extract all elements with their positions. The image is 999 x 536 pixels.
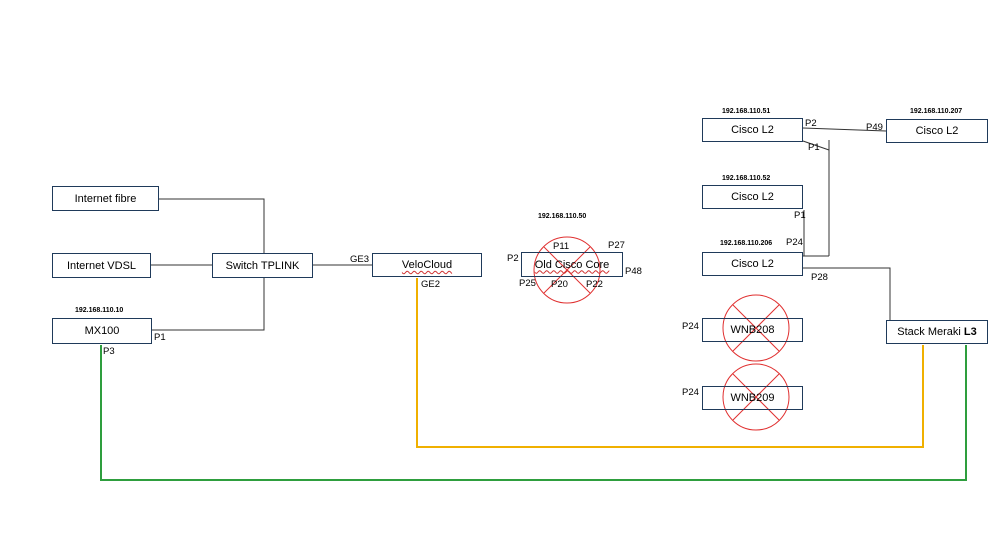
- old-cisco-core-box: Old Cisco Core: [521, 252, 623, 277]
- link-fibre-switch: [159, 198, 265, 254]
- cisco-l2-51-ip: 192.168.110.51: [722, 108, 771, 115]
- internet-vdsl-box: Internet VDSL: [52, 253, 151, 278]
- cisco-l2-206-box: Cisco L2: [702, 252, 803, 276]
- cisco-l2-52-box: Cisco L2: [702, 185, 803, 209]
- internet-fibre-label: Internet fibre: [74, 192, 137, 205]
- cisco-l2-51-box: Cisco L2: [702, 118, 803, 142]
- old-core-ip: 192.168.110.50: [538, 213, 587, 220]
- link-c51-c207: [802, 127, 887, 132]
- cisco-l2-51-port-p1: P1: [808, 142, 820, 153]
- link-c51-trunk: [802, 140, 830, 151]
- wnb209-box: WNB209: [702, 386, 803, 410]
- cisco-l2-51-port-p2: P2: [805, 118, 817, 129]
- core-port-p11: P11: [553, 241, 570, 252]
- velocloud-port-ge3: GE3: [350, 254, 370, 265]
- cisco-l2-206-label: Cisco L2: [731, 258, 774, 270]
- cisco-l2-207-port-p49: P49: [866, 122, 883, 133]
- stack-meraki-label: Stack Meraki L3: [897, 326, 977, 338]
- link-c206-meraki: [803, 267, 891, 320]
- link-mx100-meraki-green: [100, 345, 967, 481]
- cisco-l2-52-ip: 192.168.110.52: [722, 175, 771, 182]
- old-cisco-core-label: Old Cisco Core: [534, 258, 610, 271]
- internet-fibre-box: Internet fibre: [52, 186, 159, 211]
- decommissioned-wnb208-mark: [722, 294, 790, 362]
- cisco-l2-52-label: Cisco L2: [731, 191, 774, 203]
- core-port-p27: P27: [608, 240, 625, 251]
- core-port-p25: P25: [519, 278, 536, 289]
- decommissioned-wnb209-mark: [722, 363, 790, 431]
- velocloud-label: VeloCloud: [401, 259, 453, 271]
- cisco-l2-206-port-p24: P24: [786, 237, 803, 248]
- cisco-l2-207-box: Cisco L2: [886, 119, 988, 143]
- decommissioned-core-mark: [533, 236, 601, 304]
- mx100-box: MX100: [52, 318, 152, 344]
- internet-vdsl-label: Internet VDSL: [66, 259, 137, 272]
- cisco-l2-52-port-p1: P1: [794, 210, 806, 221]
- switch-tplink-label: Switch TPLINK: [225, 259, 300, 272]
- switch-tplink-box: Switch TPLINK: [212, 253, 313, 278]
- mx100-label: MX100: [84, 325, 120, 337]
- core-port-p48: P48: [625, 266, 642, 277]
- core-port-p2: P2: [507, 253, 519, 264]
- cisco-l2-207-label: Cisco L2: [915, 125, 959, 137]
- mx100-port-p1: P1: [154, 332, 166, 343]
- mx100-port-p3: P3: [103, 346, 115, 357]
- velocloud-box: VeloCloud: [372, 253, 482, 277]
- wnb208-port-p24: P24: [682, 321, 699, 332]
- wnb208-label: WNB208: [730, 324, 775, 336]
- core-port-p22: P22: [586, 279, 603, 290]
- stack-meraki-layer: L3: [963, 326, 977, 338]
- mx100-ip: 192.168.110.10: [75, 307, 124, 314]
- wnb208-box: WNB208: [702, 318, 803, 342]
- stack-meraki-box: Stack Meraki L3: [886, 320, 988, 344]
- velocloud-port-ge2: GE2: [421, 279, 441, 290]
- cisco-l2-206-port-p28: P28: [811, 272, 828, 283]
- cisco-l2-206-ip: 192.168.110.206: [720, 240, 773, 247]
- link-velocloud-meraki-yellow: [416, 278, 924, 448]
- link-mx100-switch: [152, 277, 265, 331]
- wnb209-port-p24: P24: [682, 387, 699, 398]
- wnb209-label: WNB209: [730, 392, 775, 404]
- core-port-p20: P20: [551, 279, 568, 290]
- cisco-l2-207-ip: 192.168.110.207: [910, 108, 963, 115]
- cisco-l2-51-label: Cisco L2: [731, 124, 774, 136]
